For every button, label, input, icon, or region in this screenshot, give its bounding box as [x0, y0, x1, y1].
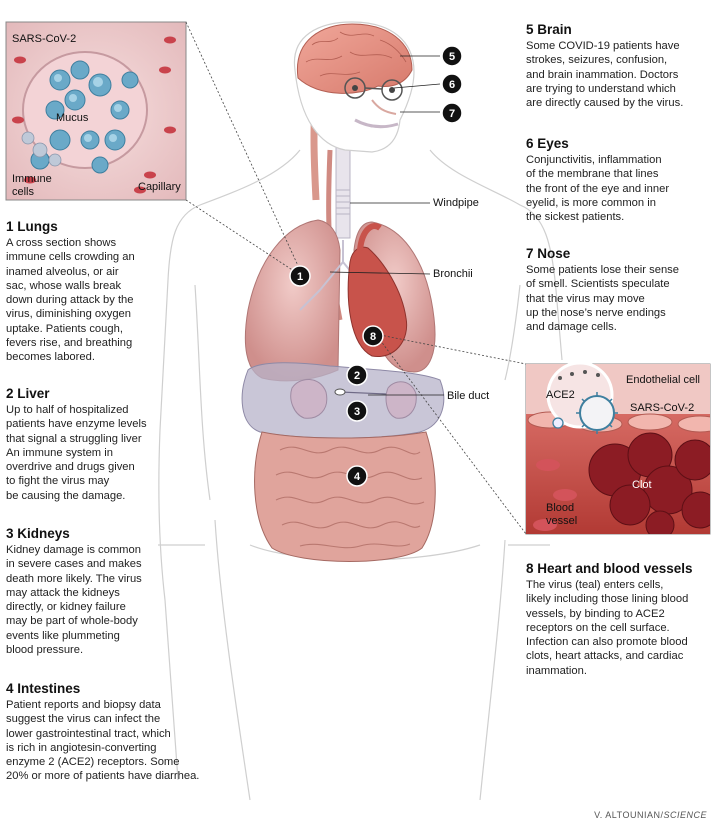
label-blood: Blood: [546, 502, 574, 514]
badge-8: 8: [362, 325, 384, 347]
lung-inset: SARS-CoV-2 Mucus Immune cells Capillary: [5, 21, 187, 201]
label-windpipe: Windpipe: [433, 197, 479, 209]
section-intestines-title: 4 Intestines: [6, 681, 81, 696]
section-brain-title: 5 Brain: [526, 22, 572, 37]
section-liver: 2 Liver Up to half of hospitalized patie…: [6, 386, 211, 503]
intestines: [254, 431, 436, 562]
label-bronchii: Bronchii: [433, 268, 473, 280]
badge-8-text: 8: [370, 331, 376, 343]
section-eyes-title: 6 Eyes: [526, 136, 569, 151]
body-label-leaders: [329, 55, 444, 396]
badge-4-text: 4: [354, 471, 361, 483]
section-kidneys: 3 Kidneys Kidney damage is common in sev…: [6, 526, 211, 657]
head: [293, 21, 415, 153]
section-intestines-body: Patient reports and biopsy data suggest …: [6, 699, 200, 783]
label-endothelial-cell: Endothelial cell: [626, 374, 700, 386]
badge-1: 1: [289, 265, 311, 287]
section-brain: 5 Brain Some COVID-19 patients have stro…: [526, 22, 716, 110]
section-liver-title: 2 Liver: [6, 386, 50, 401]
badge-3: 3: [346, 400, 368, 422]
credit-line: V. ALTOUNIAN/SCIENCE: [594, 810, 707, 820]
credit-outlet: SCIENCE: [663, 810, 707, 820]
section-eyes: 6 Eyes Conjunctivitis, inflammation of t…: [526, 136, 716, 224]
vessel-inset-connectors: [379, 334, 527, 535]
badge-6-text: 6: [449, 79, 455, 91]
label-ace2: ACE2: [546, 389, 575, 401]
badge-7-text: 7: [449, 108, 455, 120]
section-nose: 7 Nose Some patients lose their sense of…: [526, 246, 716, 334]
badge-5-text: 5: [449, 51, 455, 63]
section-heart-body: The virus (teal) enters cells, likely in…: [526, 579, 689, 677]
badge-7: 7: [441, 102, 463, 124]
label-sars-cov2-lung: SARS-CoV-2: [12, 33, 76, 45]
label-clot: Clot: [632, 479, 652, 491]
section-heart: 8 Heart and blood vessels The virus (tea…: [526, 561, 716, 678]
lungs: [244, 219, 436, 382]
badge-3-text: 3: [354, 406, 360, 418]
badge-4: 4: [346, 465, 368, 487]
badge-6: 6: [441, 73, 463, 95]
section-heart-title: 8 Heart and blood vessels: [526, 561, 693, 576]
credit-author: V. ALTOUNIAN/: [594, 810, 664, 820]
label-immune-cells: cells: [12, 186, 35, 198]
section-nose-body: Some patients lose their sense of smell.…: [526, 264, 679, 334]
badge-5: 5: [441, 45, 463, 67]
section-liver-body: Up to half of hospitalized patients have…: [6, 404, 147, 502]
heart: [347, 223, 408, 357]
section-lungs-title: 1 Lungs: [6, 219, 58, 234]
label-bile-duct: Bile duct: [447, 390, 489, 402]
vessel-inset: Endothelial cell ACE2 SARS-CoV-2 Clot Bl…: [525, 361, 711, 535]
label-capillary: Capillary: [138, 181, 181, 193]
section-eyes-body: Conjunctivitis, inflammation of the memb…: [526, 154, 670, 224]
section-nose-title: 7 Nose: [526, 246, 571, 261]
section-kidneys-body: Kidney damage is common in severe cases …: [6, 544, 142, 657]
section-kidneys-title: 3 Kidneys: [6, 526, 70, 541]
badge-1-text: 1: [297, 271, 303, 283]
label-immune: Immune: [12, 173, 52, 185]
label-mucus: Mucus: [56, 112, 89, 124]
section-lungs: 1 Lungs A cross section shows immune cel…: [6, 219, 211, 365]
label-sars-cov2-vessel: SARS-CoV-2: [630, 402, 694, 414]
badge-2: 2: [346, 364, 368, 386]
label-blood-vessel: vessel: [546, 515, 577, 527]
lung-inset-connectors: [185, 21, 301, 276]
liver-region: [241, 362, 445, 439]
badge-2-text: 2: [354, 370, 360, 382]
section-brain-body: Some COVID-19 patients have strokes, sei…: [526, 40, 684, 110]
section-lungs-body: A cross section shows immune cells crowd…: [6, 237, 135, 364]
body-silhouette: [158, 149, 563, 801]
section-intestines: 4 Intestines Patient reports and biopsy …: [6, 681, 221, 784]
